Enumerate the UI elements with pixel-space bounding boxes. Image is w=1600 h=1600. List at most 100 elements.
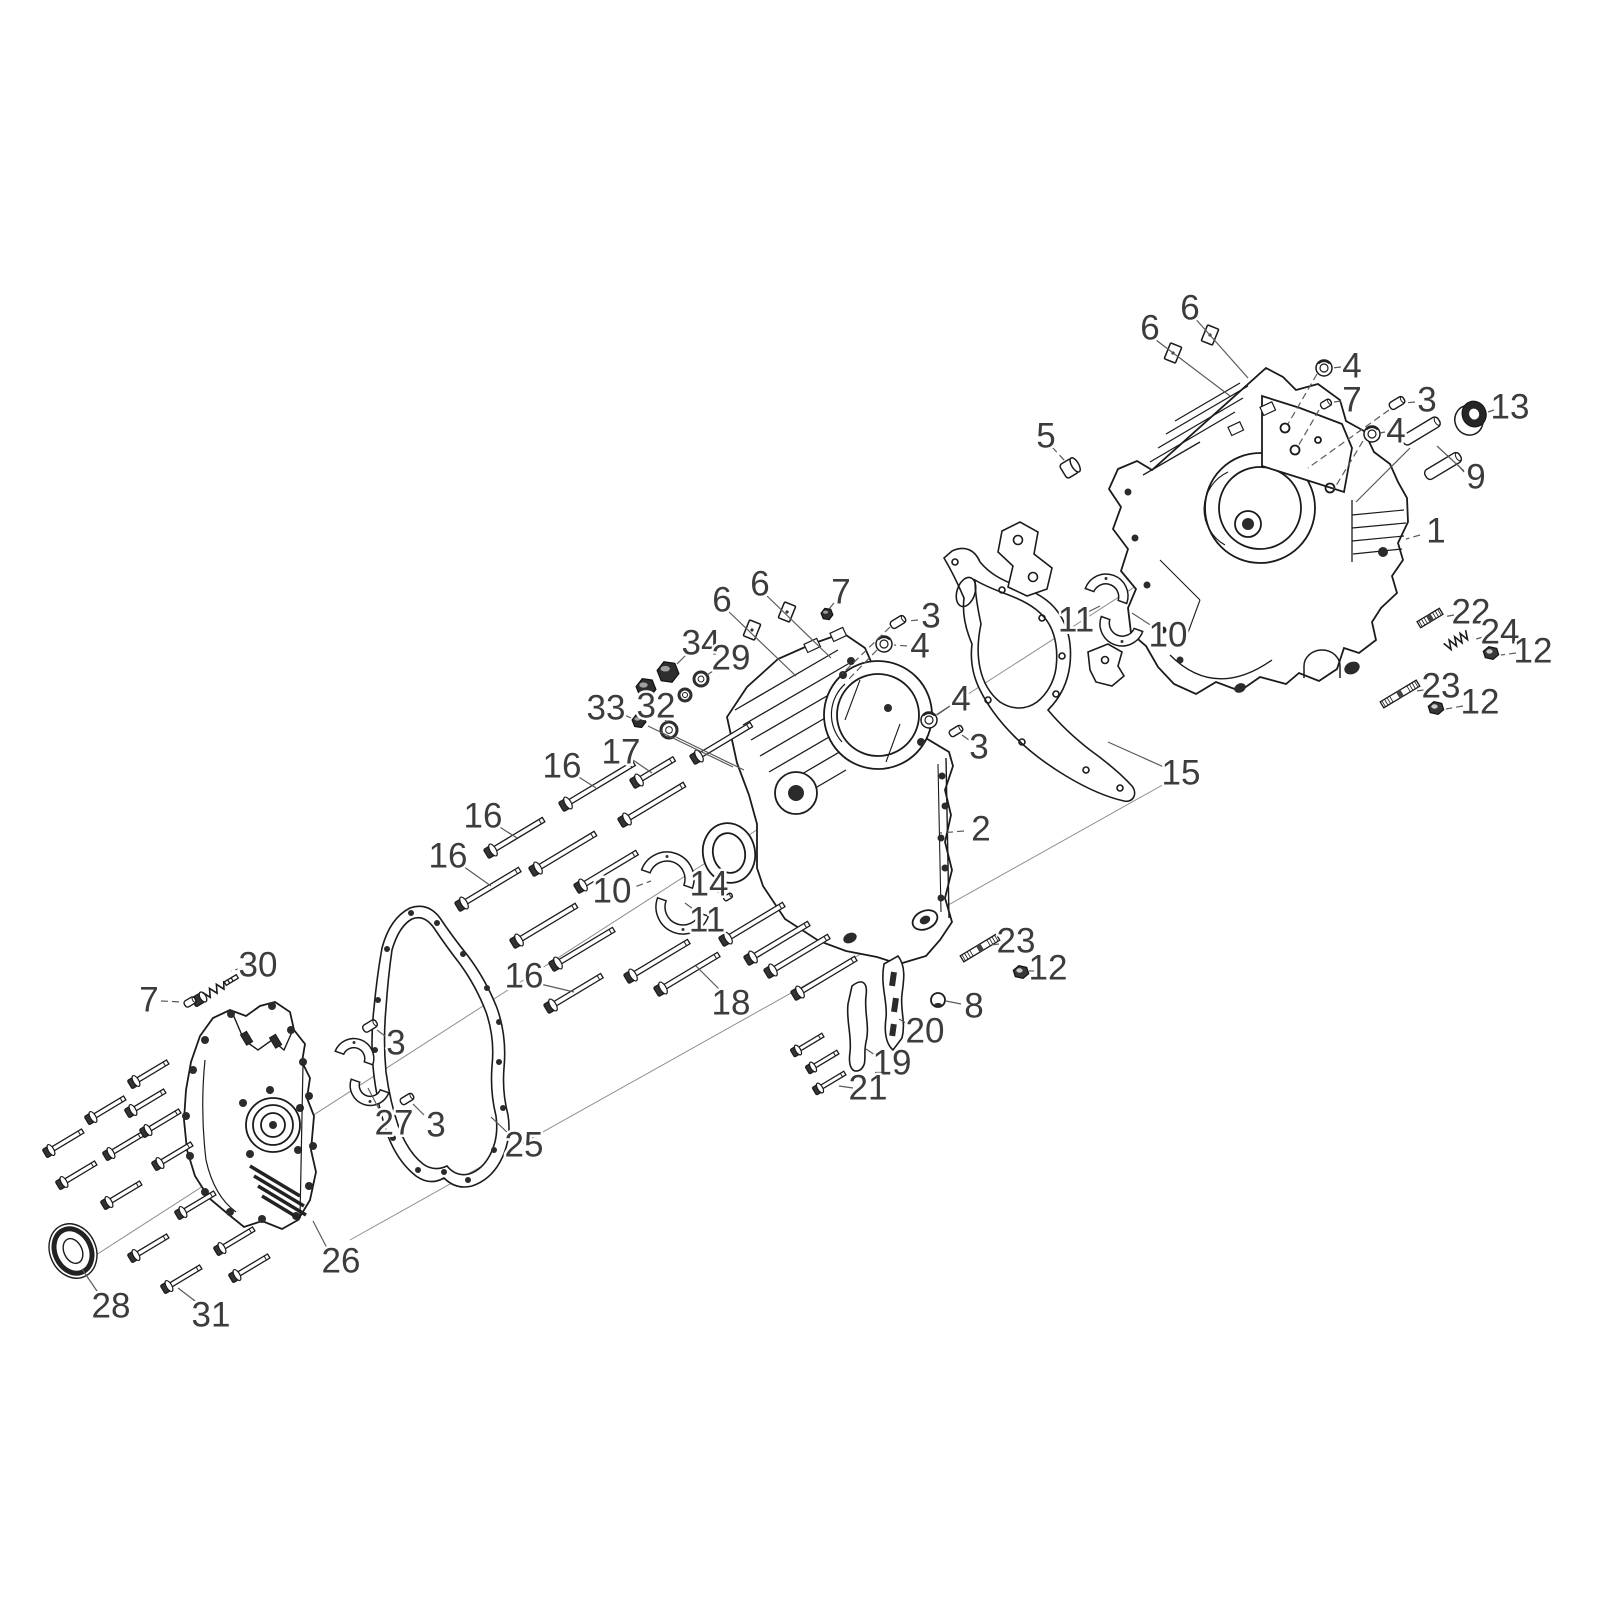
pin	[948, 724, 964, 738]
bolt	[127, 1233, 170, 1263]
leader-line	[661, 715, 668, 723]
nut-highlight	[1486, 649, 1493, 654]
shell-tab	[368, 1100, 372, 1103]
bushing-shade	[1317, 359, 1331, 365]
callout-12-12: 12	[1514, 632, 1553, 671]
callout-6-1: 6	[1180, 289, 1199, 328]
leader-line	[1051, 446, 1066, 462]
side-cover	[182, 1001, 317, 1230]
sealing-washer-bore	[697, 675, 705, 683]
pin	[1388, 395, 1406, 411]
pin	[722, 892, 734, 902]
leader-line	[1131, 612, 1156, 629]
callout-5-8: 5	[1036, 417, 1055, 456]
bearing-shell-upper	[1084, 573, 1129, 605]
oil-plug-highlight	[660, 665, 670, 672]
leader-line	[177, 1287, 200, 1305]
leader-line	[81, 1268, 100, 1295]
callout-29-24: 29	[712, 639, 751, 678]
callout-3-47: 3	[386, 1024, 405, 1063]
callout-13-5: 13	[1491, 388, 1530, 427]
leader-line	[898, 1018, 912, 1027]
stud-bolt	[1416, 607, 1444, 629]
leader-line	[726, 609, 797, 677]
bolt	[623, 938, 691, 984]
leader-line	[230, 967, 243, 972]
leader-line	[1455, 462, 1465, 473]
sealing-washer	[677, 687, 693, 703]
leader-lines	[81, 315, 1517, 1305]
callout-3-49: 3	[426, 1106, 445, 1145]
callout-4-22: 4	[910, 627, 929, 666]
callout-3-4: 3	[1417, 381, 1436, 420]
leader-line	[312, 1220, 329, 1251]
leader-line	[1085, 605, 1101, 614]
callout-6-0: 6	[1140, 309, 1159, 348]
leader-line	[376, 1029, 386, 1037]
leader-line	[1472, 636, 1484, 641]
bearing-shell-upper	[334, 1037, 375, 1066]
callout-27-48: 27	[375, 1104, 414, 1143]
leader-line	[764, 593, 832, 659]
woodruff-key	[742, 619, 762, 641]
callout-20-41: 20	[906, 1012, 945, 1051]
callout-26-51: 26	[322, 1242, 361, 1281]
leader-line	[1331, 366, 1342, 369]
callout-1-9: 1	[1426, 512, 1445, 551]
callout-16-31: 16	[505, 957, 544, 996]
bolt	[743, 920, 811, 966]
callout-3-21: 3	[921, 597, 940, 636]
callout-19-42: 19	[873, 1044, 912, 1083]
leader-line	[945, 1000, 962, 1005]
callout-31-53: 31	[192, 1296, 231, 1335]
callout-14-34: 14	[690, 865, 729, 904]
leader-line	[1296, 409, 1320, 449]
bolt	[509, 902, 579, 949]
leader-line	[961, 734, 970, 741]
leader-line	[1404, 401, 1416, 404]
leader-line	[675, 736, 745, 771]
bolt	[543, 972, 605, 1014]
leader-line	[367, 1087, 382, 1114]
bushing-bore	[1319, 363, 1329, 373]
leader-line	[1307, 409, 1390, 469]
bolt	[558, 760, 637, 812]
bearing-shell-lower	[655, 896, 710, 935]
bolt	[763, 933, 831, 979]
leader-line	[1487, 409, 1495, 413]
cover-gasket	[371, 905, 510, 1188]
leader-line	[647, 725, 734, 768]
leader-line	[1333, 440, 1364, 490]
leader-line	[936, 705, 951, 716]
callout-21-43: 21	[849, 1069, 888, 1108]
leader-line	[893, 644, 908, 647]
fasteners	[42, 324, 1500, 1294]
bolt	[573, 849, 640, 894]
callout-3-36: 3	[969, 728, 988, 767]
shell-tab	[1120, 640, 1124, 643]
bolt	[228, 1253, 271, 1283]
leader-line	[1151, 336, 1231, 397]
bolt	[151, 1141, 194, 1171]
callout-33-25: 33	[587, 689, 626, 728]
callout-23-38: 23	[997, 922, 1036, 961]
leader-line	[632, 759, 653, 774]
pin	[183, 996, 197, 1008]
leader-line	[907, 619, 919, 622]
callout-12-14: 12	[1461, 683, 1500, 722]
callout-28-52: 28	[92, 1287, 131, 1326]
shell-tab	[665, 855, 669, 858]
leader-line	[706, 666, 720, 676]
bearing-shell-lower	[1099, 615, 1144, 647]
bolt	[174, 1190, 217, 1220]
sealing-washer	[659, 720, 679, 740]
callout-12-39: 12	[1029, 949, 1068, 988]
bearing-shell-upper	[640, 851, 695, 890]
pin	[1319, 398, 1333, 410]
bolt	[42, 1128, 85, 1158]
bolt	[124, 1088, 167, 1118]
leader-line	[160, 1000, 183, 1003]
leader-line	[1442, 614, 1455, 618]
bearing-cap-13	[1454, 400, 1487, 436]
